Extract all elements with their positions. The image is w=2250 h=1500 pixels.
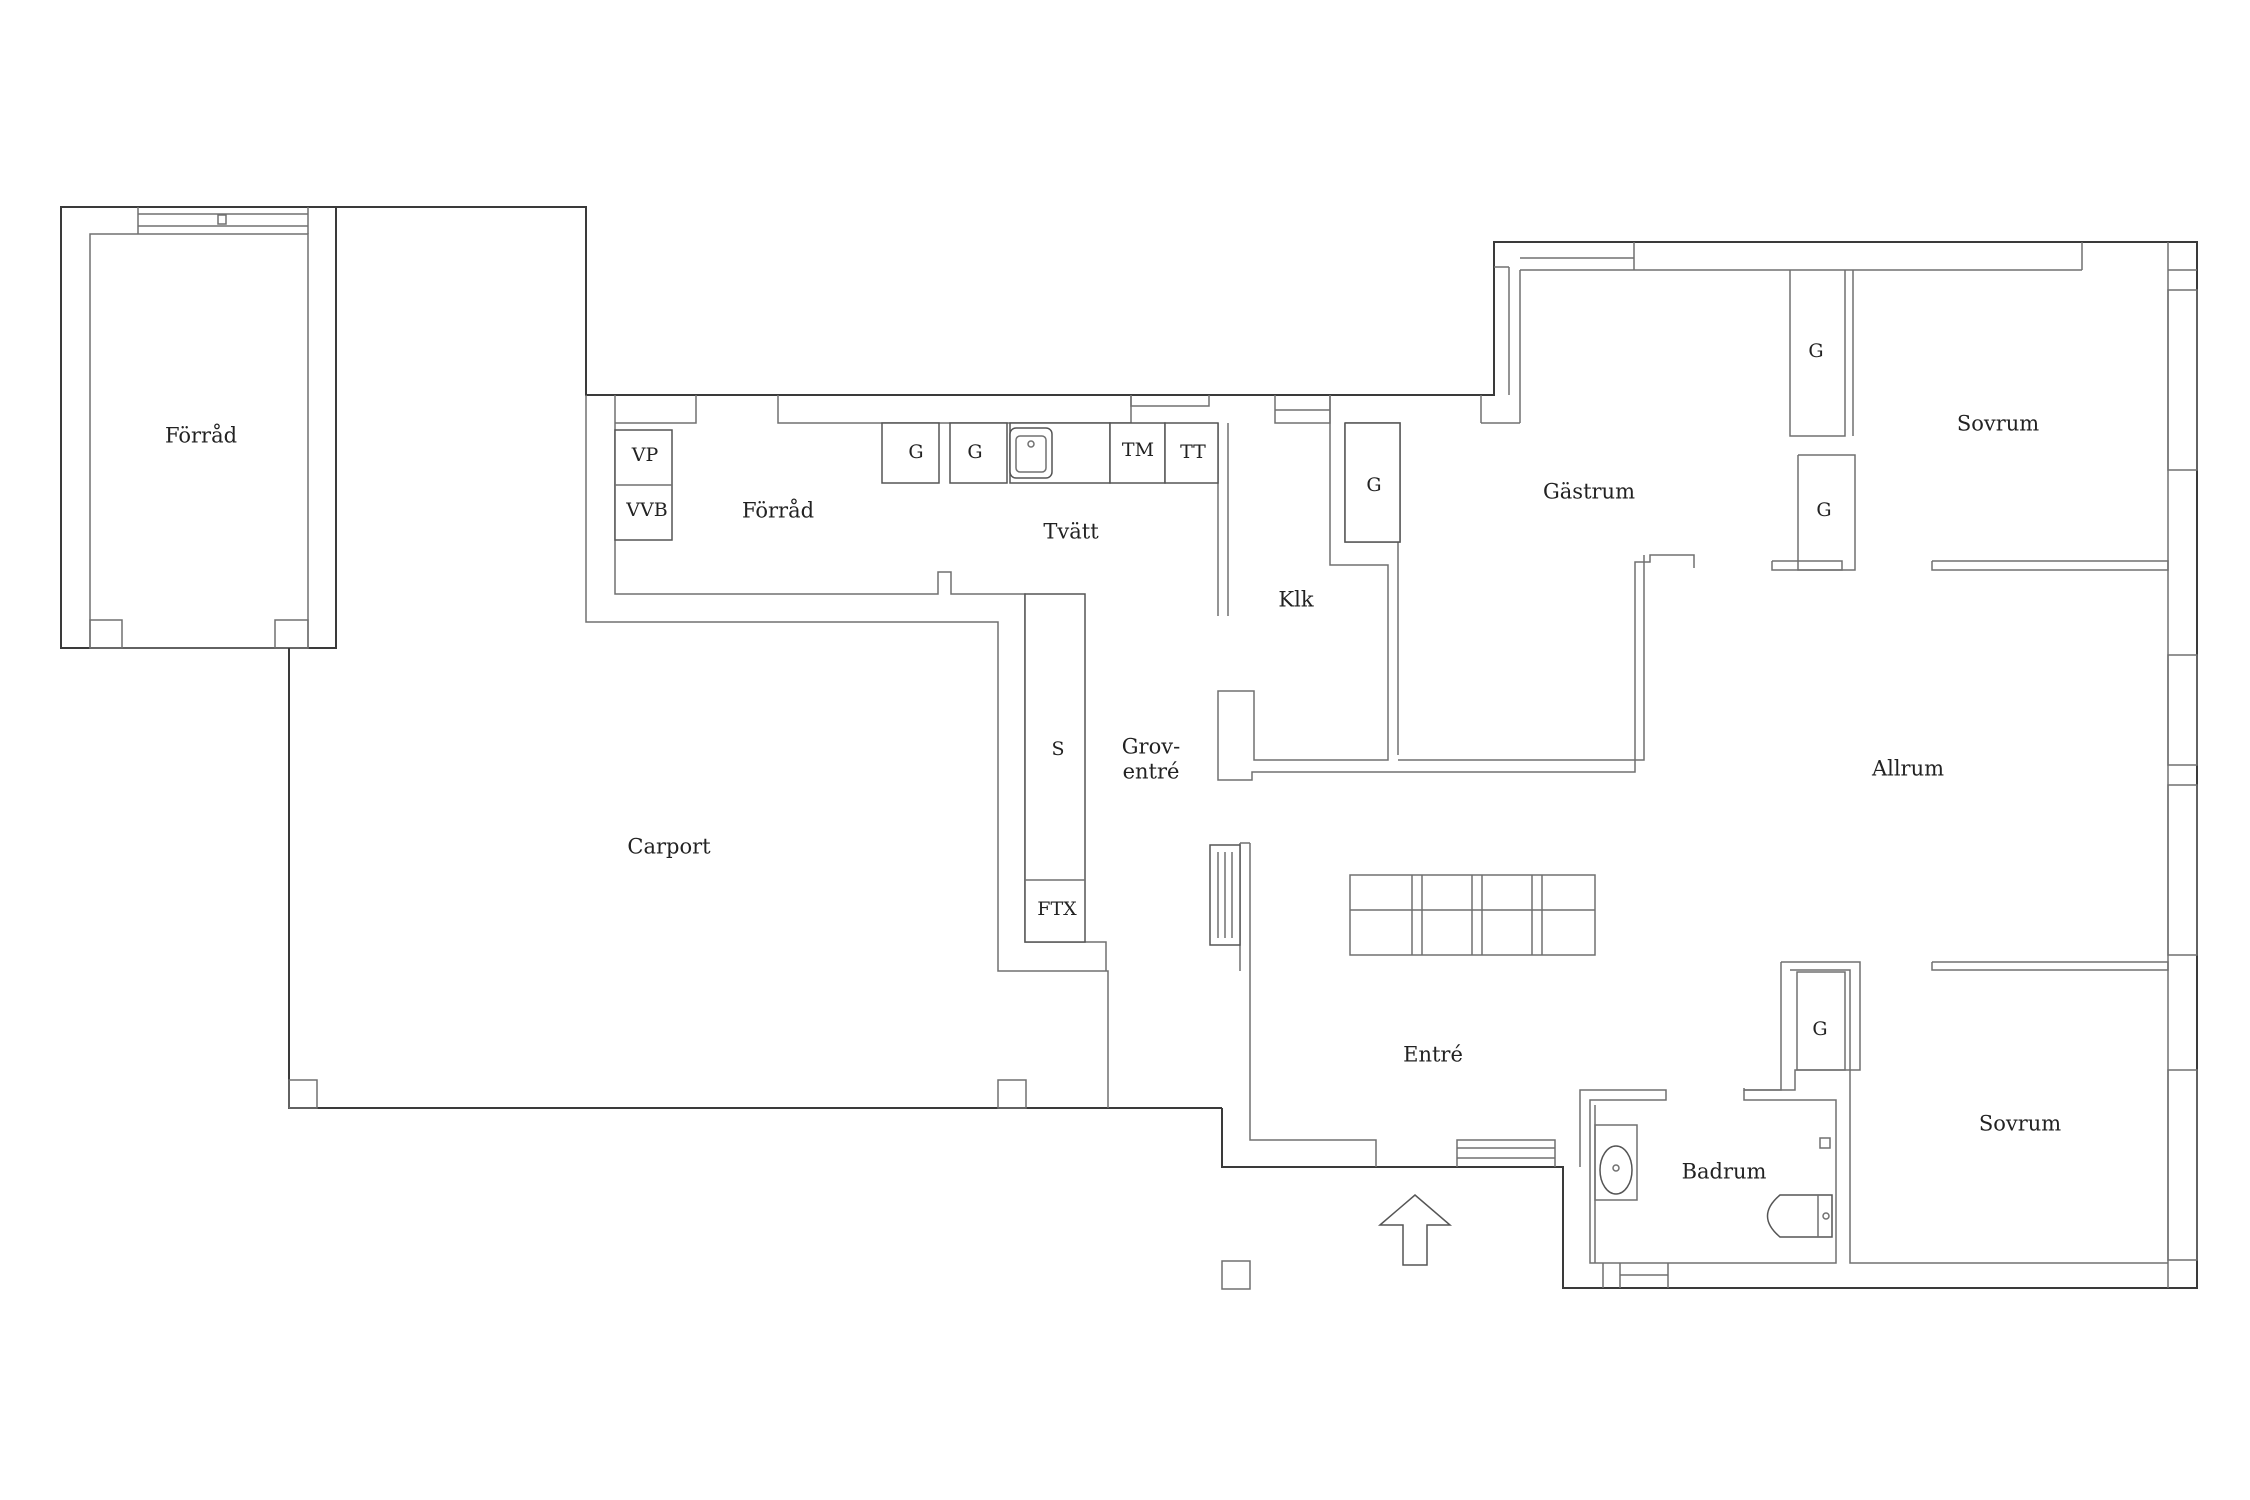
label-s: S bbox=[1051, 738, 1064, 760]
label-g-bottom: G bbox=[1812, 1018, 1827, 1040]
bedroom-walls bbox=[1743, 242, 2198, 1288]
radiator bbox=[1209, 844, 1241, 946]
storage-building-left bbox=[60, 206, 337, 649]
label-g-top2: G bbox=[1816, 499, 1831, 521]
label-grov-line2: entré bbox=[1123, 760, 1180, 784]
label-allrum: Allrum bbox=[1871, 757, 1944, 781]
label-vvb: VVB bbox=[625, 499, 667, 521]
outer-walls bbox=[288, 206, 2198, 1289]
label-entre: Entré bbox=[1403, 1043, 1463, 1067]
label-tm: TM bbox=[1122, 439, 1154, 461]
label-g2: G bbox=[967, 441, 982, 463]
label-gastrum: Gästrum bbox=[1543, 480, 1635, 504]
label-g-top1: G bbox=[1808, 340, 1823, 362]
label-sovrum-top: Sovrum bbox=[1957, 412, 2039, 436]
carport-area bbox=[288, 395, 1109, 1109]
label-carport: Carport bbox=[627, 835, 711, 859]
label-g-klk: G bbox=[1366, 474, 1381, 496]
label-tt: TT bbox=[1180, 441, 1206, 463]
label-forrad-left: Förråd bbox=[165, 424, 237, 448]
fixture-boxes bbox=[614, 422, 1401, 943]
label-forrad-mid: Förråd bbox=[742, 499, 814, 523]
entrance-arrow bbox=[1377, 1194, 1453, 1266]
label-ftx: FTX bbox=[1037, 898, 1077, 920]
middle-rooms bbox=[614, 242, 2083, 971]
label-g1: G bbox=[908, 441, 923, 463]
label-grov-line1: Grov- bbox=[1122, 735, 1180, 759]
outdoor-post bbox=[1221, 1260, 1251, 1290]
label-klk: Klk bbox=[1278, 588, 1313, 612]
label-vp: VP bbox=[631, 444, 659, 466]
label-badrum: Badrum bbox=[1682, 1160, 1767, 1184]
bath-fixtures bbox=[1599, 1137, 1833, 1238]
label-tvatt: Tvätt bbox=[1043, 520, 1099, 544]
laundry-sink bbox=[1009, 427, 1053, 479]
label-sovrum-bottom: Sovrum bbox=[1979, 1112, 2061, 1136]
stairs bbox=[1349, 874, 1596, 956]
